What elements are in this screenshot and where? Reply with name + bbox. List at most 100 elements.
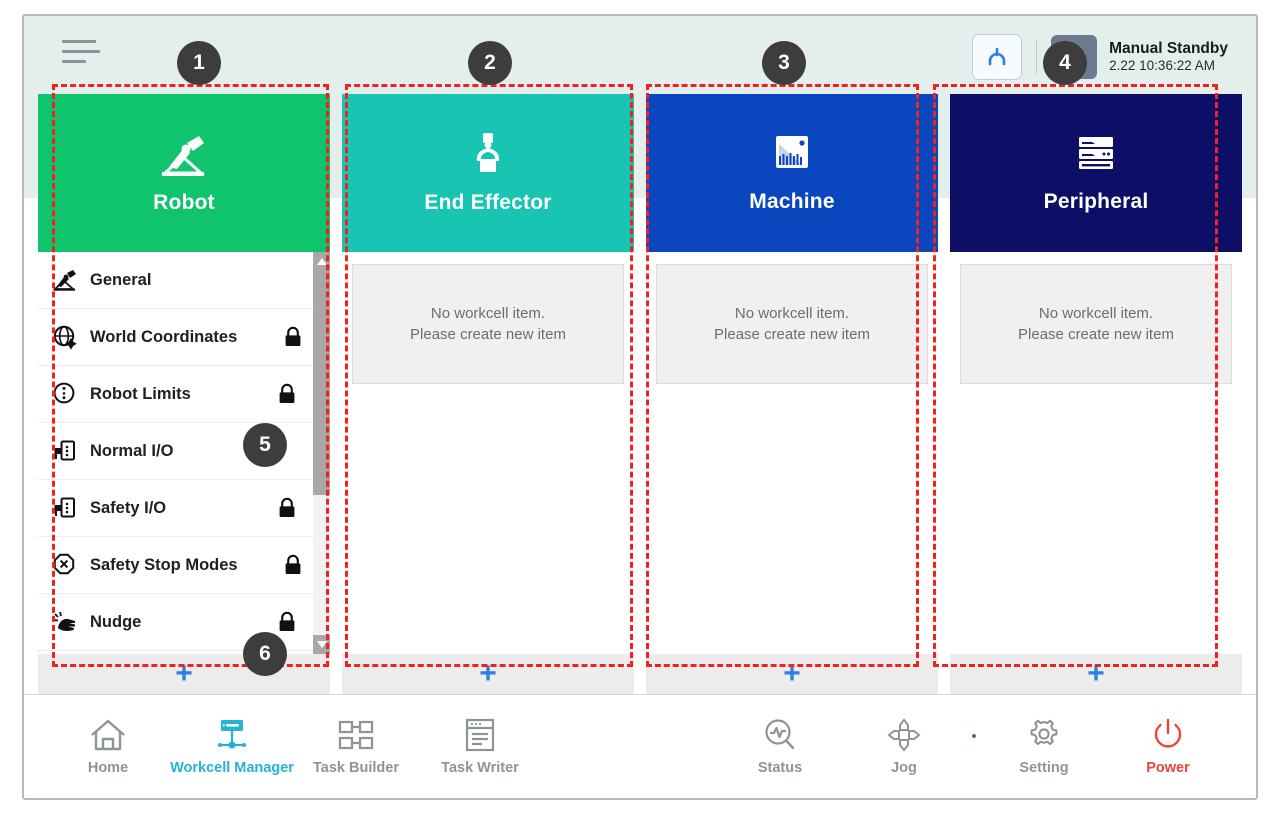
nav-label: Task Writer <box>441 760 519 776</box>
nav-item-jog[interactable]: Jog <box>842 717 966 776</box>
nav-item-setting[interactable]: Setting <box>982 717 1106 776</box>
nav-label: Home <box>87 760 129 776</box>
list-item-world-coordinates[interactable]: World Coordinates <box>38 309 313 366</box>
column-header-end-effector[interactable]: End Effector <box>342 94 634 252</box>
empty-line-2: Please create new item <box>714 326 870 343</box>
scroll-down-arrow-icon[interactable] <box>313 635 330 654</box>
add-end-effector-item-button[interactable]: + <box>342 654 634 694</box>
column-body-end-effector: No workcell item. Please create new item <box>342 252 634 654</box>
list-item-robot-limits[interactable]: Robot Limits <box>38 366 313 423</box>
lock-icon <box>283 554 303 576</box>
annotation-badge-5: 5 <box>243 423 287 467</box>
column-header-robot[interactable]: Robot <box>38 94 330 252</box>
robot-home-icon <box>988 47 1006 66</box>
nav-item-home[interactable]: Home <box>46 717 170 776</box>
list-item-label: World Coordinates <box>90 327 238 346</box>
task-writer-icon <box>465 718 495 752</box>
plus-icon: + <box>1087 657 1105 690</box>
nav-label: Workcell Manager <box>170 760 294 776</box>
stop-octagon-icon <box>50 550 80 580</box>
badge-number: 1 <box>193 51 205 74</box>
column-peripheral: Peripheral No workcell item. Please crea… <box>950 94 1242 694</box>
hamburger-menu-icon[interactable] <box>62 40 104 72</box>
list-item-safety-io[interactable]: Safety I/O <box>38 480 313 537</box>
scroll-up-arrow-icon[interactable] <box>313 252 330 271</box>
lock-icon <box>277 497 303 519</box>
nav-left-group: Home Workcell Manager <box>46 717 542 776</box>
badge-number: 6 <box>259 642 271 665</box>
gear-icon <box>1030 719 1058 746</box>
robot-home-button[interactable] <box>972 34 1023 80</box>
annotation-badge-3: 3 <box>762 41 806 85</box>
robot-arm-icon <box>161 136 205 176</box>
column-title-end-effector: End Effector <box>424 191 552 214</box>
annotation-badge-4: 4 <box>1043 41 1087 85</box>
workcell-columns: Robot <box>24 94 1256 694</box>
column-machine: Machine No workcell item. Please create … <box>646 94 938 694</box>
list-item-label: Safety Stop Modes <box>90 555 238 574</box>
annotation-badge-2: 2 <box>468 41 512 85</box>
plus-icon: + <box>175 657 193 690</box>
mode-datetime: 2.22 10:36:22 AM <box>1109 58 1215 74</box>
nav-label: Status <box>757 760 803 776</box>
empty-placeholder: No workcell item. Please create new item <box>352 264 624 384</box>
column-body-robot: General World Coord <box>38 252 330 654</box>
task-builder-icon <box>338 720 374 750</box>
nav-item-status[interactable]: Status <box>718 717 842 776</box>
list-item-nudge[interactable]: Nudge <box>38 594 313 651</box>
mode-status-text: Manual Standby 2.22 10:36:22 AM <box>1109 39 1228 75</box>
header-divider <box>1036 40 1038 74</box>
column-title-machine: Machine <box>749 190 835 213</box>
list-item-general[interactable]: General <box>38 252 313 309</box>
add-robot-item-button[interactable]: + <box>38 654 330 694</box>
list-item-label: Robot Limits <box>90 384 191 403</box>
list-item-label: Normal I/O <box>90 441 174 460</box>
nav-item-task-writer[interactable]: Task Writer <box>418 717 542 776</box>
add-machine-item-button[interactable]: + <box>646 654 938 694</box>
column-title-robot: Robot <box>153 191 215 214</box>
plus-icon: + <box>783 657 801 690</box>
empty-line-2: Please create new item <box>1018 326 1174 343</box>
list-item-safety-stop-modes[interactable]: Safety Stop Modes <box>38 537 313 594</box>
robot-arm-icon <box>50 265 80 295</box>
column-header-peripheral[interactable]: Peripheral <box>950 94 1242 252</box>
empty-line-1: No workcell item. <box>734 305 850 322</box>
power-icon <box>1154 718 1182 748</box>
annotation-badge-1: 1 <box>177 41 221 85</box>
column-header-machine[interactable]: Machine <box>646 94 938 252</box>
badge-number: 3 <box>778 51 790 74</box>
machine-icon <box>776 136 808 168</box>
scrollbar-thumb[interactable] <box>313 271 330 495</box>
robot-list-scrollbar[interactable] <box>313 252 330 654</box>
globe-coordinate-icon <box>50 322 80 352</box>
nav-item-workcell-manager[interactable]: Workcell Manager <box>170 717 294 776</box>
list-item-label: Safety I/O <box>90 498 167 517</box>
empty-placeholder: No workcell item. Please create new item <box>960 264 1232 384</box>
nav-label: Setting <box>1019 760 1069 776</box>
badge-number: 5 <box>259 433 271 456</box>
nav-label: Jog <box>891 760 917 776</box>
column-body-machine: No workcell item. Please create new item <box>646 252 938 654</box>
home-icon <box>91 719 125 751</box>
nav-item-task-builder[interactable]: Task Builder <box>294 717 418 776</box>
column-title-peripheral: Peripheral <box>1043 190 1149 213</box>
status-pulse-icon <box>765 719 795 750</box>
gripper-icon <box>476 133 500 172</box>
limits-circle-icon <box>50 379 80 409</box>
nav-right-group: Status Jog <box>718 717 1230 776</box>
lock-icon <box>283 326 303 348</box>
nav-item-power[interactable]: Power <box>1106 717 1230 776</box>
column-body-peripheral: No workcell item. Please create new item <box>950 252 1242 654</box>
list-item-normal-io[interactable]: Normal I/O <box>38 423 313 480</box>
nudge-hand-icon <box>50 607 80 637</box>
add-peripheral-item-button[interactable]: + <box>950 654 1242 694</box>
workcell-node-icon <box>218 720 246 749</box>
badge-number: 4 <box>1059 51 1071 74</box>
io-port-icon <box>50 436 80 466</box>
list-item-label: General <box>90 270 152 289</box>
empty-line-1: No workcell item. <box>1038 305 1154 322</box>
column-end-effector: End Effector No workcell item. Please cr… <box>342 94 634 694</box>
separator-dot <box>972 733 976 738</box>
badge-number: 2 <box>484 51 496 74</box>
empty-line-2: Please create new item <box>410 326 566 343</box>
